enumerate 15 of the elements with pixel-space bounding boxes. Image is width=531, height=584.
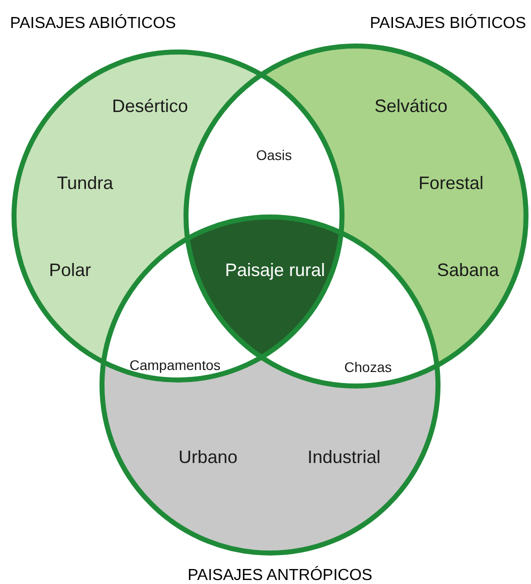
region-label: Sabana xyxy=(436,261,500,279)
set-title: PAISAJES BIÓTICOS xyxy=(370,16,526,32)
region-label: Selvático xyxy=(374,97,448,115)
region-label: Chozas xyxy=(344,360,392,374)
region-label: Campamentos xyxy=(129,358,221,372)
set-title: PAISAJES ANTRÓPICOS xyxy=(188,568,372,584)
region-label: Urbano xyxy=(178,448,238,466)
region-label: Oasis xyxy=(256,148,292,162)
region-label: Forestal xyxy=(418,174,484,192)
region-label: Industrial xyxy=(307,448,381,466)
region-label: Desértico xyxy=(112,97,188,115)
region-label: Paisaje rural xyxy=(224,261,326,279)
region-label: Tundra xyxy=(56,174,114,192)
set-title: PAISAJES ABIÓTICOS xyxy=(10,16,176,32)
region-label: Polar xyxy=(48,261,92,279)
